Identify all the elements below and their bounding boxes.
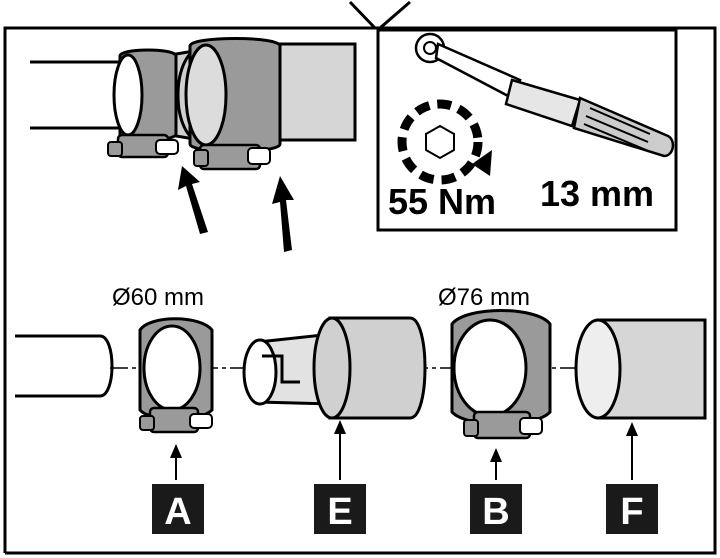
part-pointer-arrows — [170, 420, 638, 480]
wrench-size-label: 13 mm — [540, 173, 654, 214]
clamp-a-diameter-label: Ø60 mm — [112, 284, 204, 311]
part-label-a: A — [152, 484, 204, 534]
exploded-view: Ø60 mm Ø76 mm — [15, 284, 707, 534]
assembled-clamp-b — [184, 37, 282, 171]
assembled-clamp-a — [107, 48, 179, 159]
clamp-b-diameter-label: Ø76 mm — [438, 284, 530, 311]
part-label-f-text: F — [620, 491, 643, 533]
torque-wrench-icon — [414, 32, 675, 158]
part-label-e: E — [314, 484, 366, 534]
part-label-a-text: A — [164, 491, 191, 533]
part-label-b: B — [470, 484, 522, 534]
torque-inset: 55 Nm 13 mm — [376, 28, 678, 232]
part-label-f: F — [606, 484, 658, 534]
part-label-e-text: E — [327, 491, 352, 533]
tighten-arrows — [178, 166, 294, 252]
assembled-view — [30, 37, 357, 252]
clamp-b — [450, 309, 552, 440]
torque-value-label: 55 Nm — [388, 181, 496, 222]
pipe-f — [574, 318, 707, 420]
rotation-direction-icon — [397, 99, 492, 185]
exploded-left-pipe — [15, 334, 114, 398]
part-label-b-text: B — [482, 491, 509, 533]
clamp-a — [138, 317, 214, 434]
sleeve-e — [242, 316, 427, 420]
